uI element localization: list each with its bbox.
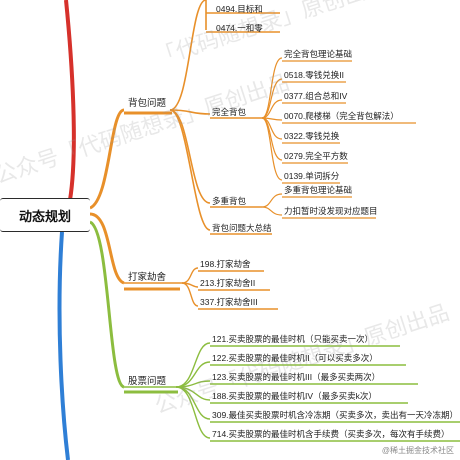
topic-multi-backpack[interactable]: 多重背包 xyxy=(212,196,247,206)
leaf-0279[interactable]: 0279.完全平方数 xyxy=(284,151,348,161)
leaf-123[interactable]: 123.买卖股票的最佳时机III（最多买卖两次） xyxy=(212,372,381,382)
leaf-multi-theory[interactable]: 多重背包理论基础 xyxy=(284,185,353,195)
leaf-0139[interactable]: 0139.单词拆分 xyxy=(284,171,340,181)
leaf-188[interactable]: 188.买卖股票的最佳时机IV（最多买卖k次） xyxy=(212,391,377,401)
leaf-213[interactable]: 213.打家劫舍II xyxy=(200,278,256,288)
branch-orange xyxy=(89,108,125,210)
leaf-0377[interactable]: 0377.组合总和IV xyxy=(284,91,348,101)
topic-complete-backpack[interactable]: 完全背包 xyxy=(212,107,247,117)
topic-backpack-summary[interactable]: 背包问题大总结 xyxy=(212,223,272,233)
branch-orange-mid xyxy=(89,212,125,285)
leaf-714[interactable]: 714.买卖股票的最佳时机含手续费（买卖多次，每次有手续费） xyxy=(212,429,450,439)
leaf-122[interactable]: 122.买卖股票的最佳时机II（可以买卖多次） xyxy=(212,353,378,363)
leaf-complete-theory[interactable]: 完全背包理论基础 xyxy=(284,49,353,59)
topic-stock[interactable]: 股票问题 xyxy=(128,376,167,387)
corner-credit: @稀土掘金技术社区 xyxy=(381,446,454,455)
leaf-198[interactable]: 198.打家劫舍 xyxy=(200,259,251,269)
stock-connectors xyxy=(124,342,460,442)
branch-red xyxy=(64,0,76,201)
topic-robber[interactable]: 打家劫舍 xyxy=(128,272,167,283)
leaf-0322[interactable]: 0322.零钱兑换 xyxy=(284,131,340,141)
root-node[interactable]: 动态规划 xyxy=(0,198,90,232)
leaf-121[interactable]: 121.买卖股票的最佳时机（只能买卖一次） xyxy=(212,334,374,344)
leaf-multi-none[interactable]: 力扣暂时没发现对应题目 xyxy=(284,206,378,216)
leaf-0518[interactable]: 0518.零钱兑换II xyxy=(284,70,344,80)
leaf-0070[interactable]: 0070.爬楼梯（完全背包解法） xyxy=(284,111,399,121)
complete-connectors xyxy=(261,57,416,219)
backpack-connectors xyxy=(169,0,280,235)
branch-green xyxy=(89,220,125,389)
topic-backpack[interactable]: 背包问题 xyxy=(128,98,167,109)
branch-blue xyxy=(57,231,70,460)
leaf-309[interactable]: 309.最佳买卖股票时机含冷冻期（买卖多次，卖出有一天冷冻期） xyxy=(212,410,459,420)
leaf-0494[interactable]: 0494.目标和 xyxy=(216,4,263,14)
leaf-337[interactable]: 337.打家劫舍III xyxy=(200,297,258,307)
leaf-0474[interactable]: 0474.一和零 xyxy=(216,23,263,33)
robber-connectors xyxy=(124,267,278,310)
